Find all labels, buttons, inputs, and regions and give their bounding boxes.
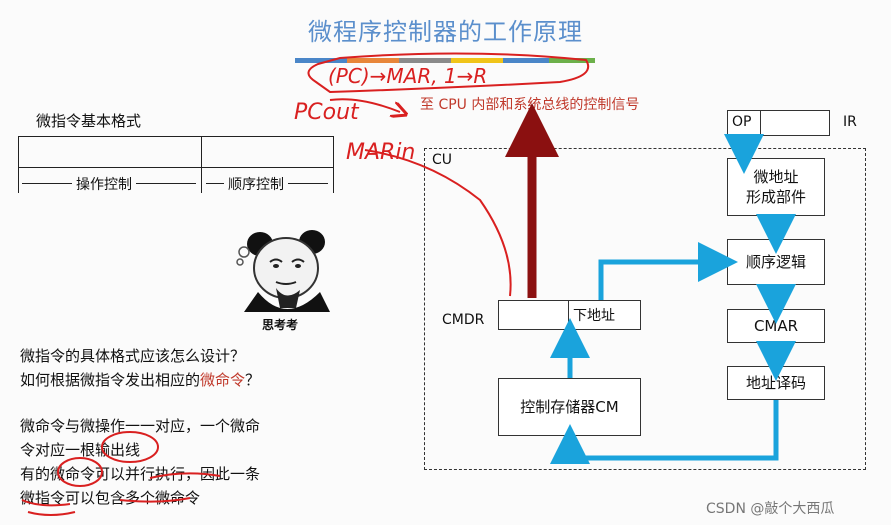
page-title: 微程序控制器的工作原理 [308,18,583,46]
question-2-suffix: ？ [245,371,261,389]
format-label: 微指令基本格式 [36,112,142,130]
handwritten-formula: (PC)→MAR, 1→R [328,64,488,88]
cmdr-label: CMDR [442,312,485,328]
op-field-label: OP [732,114,752,130]
note-line-3: 有的微命令可以并行执行，因此一条 [20,465,261,483]
cmdr-divider [568,300,569,330]
handwritten-pc-out: PCout [294,100,359,125]
title-stripe-5 [503,58,549,63]
handwritten-mar-in: MARin [346,140,416,165]
control-unit-box [424,148,866,470]
title-stripe-1 [295,58,347,63]
arrow-next-address-to-logic [598,242,738,300]
arrow-decoder-to-control-store [550,400,779,464]
question-2-highlight: 微命令 [200,371,246,389]
cu-label: CU [432,152,453,168]
handwriting-ink [21,52,590,516]
ir-label: IR [843,114,857,130]
watermark: CSDN @敲个大西瓜 [706,501,835,517]
title-stripe-4 [451,58,503,63]
note-line-1: 微命令与微操作一一对应，一个微命 [20,417,261,435]
format-divider-right [333,136,334,193]
note-line-2: 令对应一根输出线 [20,441,141,459]
meme-caption: 思考考 [262,318,299,332]
question-2: 如何根据微指令发出相应的微命令？ [20,368,260,392]
question-1: 微指令的具体格式应该怎么设计？ [20,347,246,365]
title-stripe-2 [347,58,399,63]
field-sequence-control: 顺序控制 [224,174,288,194]
field-operation-control: 操作控制 [72,174,136,194]
format-divider-mid [201,136,202,193]
instruction-register-divider [760,110,761,136]
title-stripe-6 [549,58,595,63]
format-divider-left [18,136,19,193]
title-stripe-3 [399,58,451,63]
instruction-register [727,110,830,136]
question-2-prefix: 如何根据微指令发出相应的 [20,371,201,389]
